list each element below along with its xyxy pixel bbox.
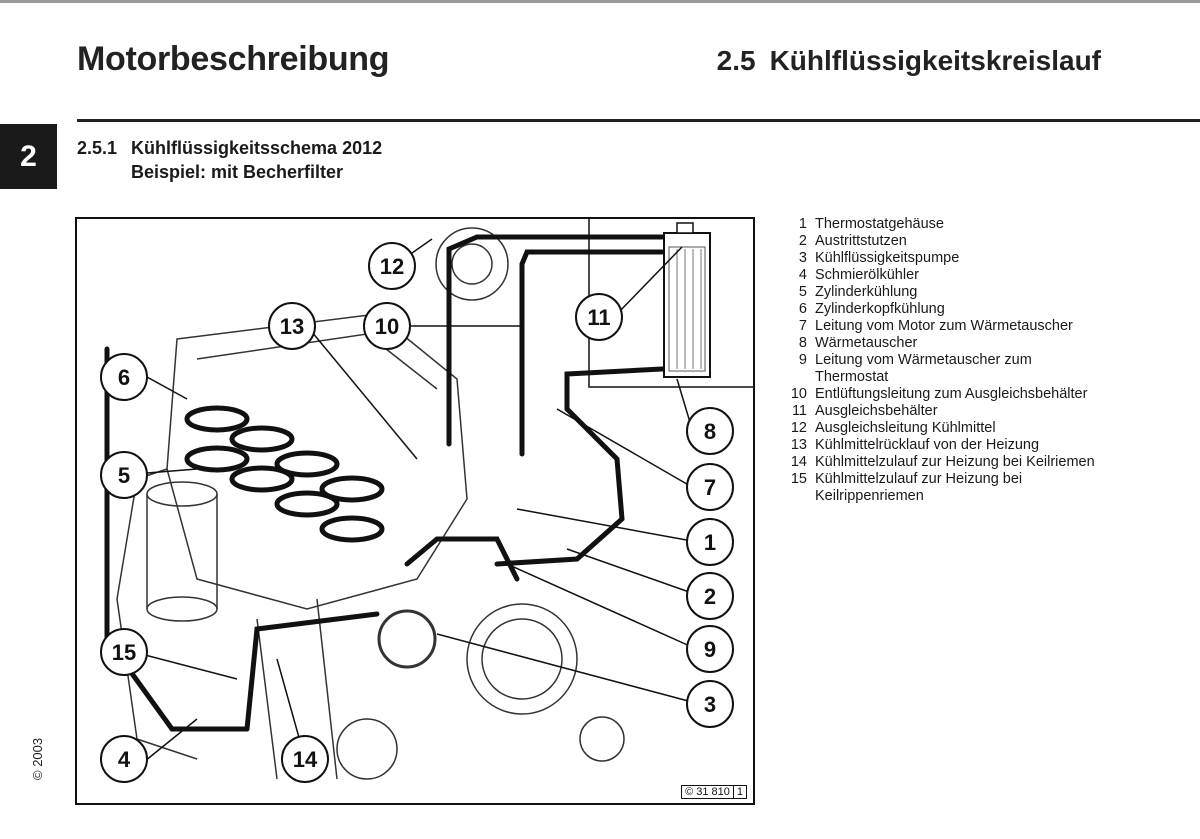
engine-cooling-diagram: 12 10 13 6 5 11 8 7 1 2 9 3 15 4 14 © 31… [75, 217, 755, 805]
callout-labels: 12 10 13 6 5 11 8 7 1 2 9 3 15 4 14 [112, 254, 716, 772]
callout-4: 4 [118, 747, 131, 772]
callout-12: 12 [380, 254, 404, 279]
tank-area-border [588, 219, 753, 388]
side-copyright: © 2003 [30, 737, 45, 780]
coolant-lines [104, 234, 665, 732]
chapter-tab: 2 [0, 124, 57, 189]
section-title: Kühlflüssigkeitskreislauf [769, 45, 1101, 76]
callout-1: 1 [704, 530, 716, 555]
page-header-section: 2.5 Kühlflüssigkeitskreislauf [717, 45, 1101, 77]
subsection-title: Kühlflüssigkeitsschema 2012 [131, 138, 383, 158]
top-rule [0, 0, 1200, 3]
page-header-title: Motorbeschreibung [77, 40, 390, 78]
subsection-heading: 2.5.1 Kühlflüssigkeitsschema 2012 Beispie… [77, 136, 382, 184]
pulleys [336, 603, 625, 780]
callout-2: 2 [704, 584, 716, 609]
cylinder-cooling-swirls [184, 405, 385, 543]
turbocharger [435, 227, 509, 301]
engine-illustration: 12 10 13 6 5 11 8 7 1 2 9 3 15 4 14 [100, 219, 753, 783]
section-number: 2.5 [716, 45, 756, 76]
callout-10: 10 [375, 314, 399, 339]
figure-number: © 31 810 [685, 786, 730, 798]
callout-bubbles [100, 242, 734, 783]
expansion-tank [663, 222, 711, 378]
subsection-subtitle: Beispiel: mit Becherfilter [131, 162, 344, 182]
callout-15: 15 [112, 640, 136, 665]
callout-3: 3 [704, 692, 716, 717]
subsection-number: 2.5.1 [77, 138, 118, 158]
oil-filter [146, 481, 218, 622]
engine-block [116, 313, 468, 780]
header-rule [77, 119, 1200, 122]
callout-6: 6 [118, 365, 130, 390]
callout-8: 8 [704, 419, 716, 444]
callout-5: 5 [118, 463, 130, 488]
callout-13: 13 [280, 314, 304, 339]
callout-7: 7 [704, 475, 716, 500]
callout-9: 9 [704, 637, 716, 662]
figure-page: 1 [732, 786, 743, 798]
callout-14: 14 [293, 747, 318, 772]
callout-11: 11 [587, 305, 610, 330]
